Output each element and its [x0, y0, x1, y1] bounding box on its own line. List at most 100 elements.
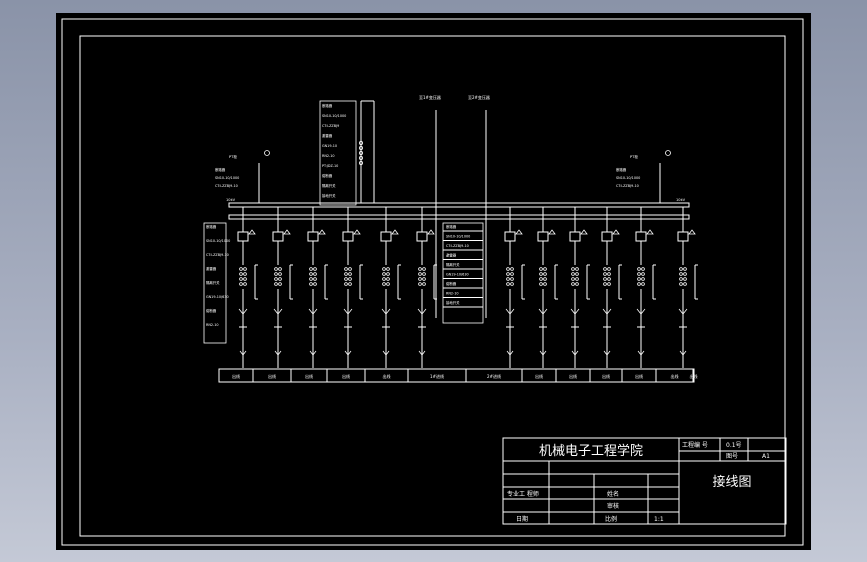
pt-coil — [358, 145, 363, 150]
ct-coil — [243, 282, 247, 286]
ct-coil — [344, 282, 348, 286]
feeder-label: 出线 — [569, 373, 577, 379]
disconnect-arrow — [515, 229, 523, 235]
pt-coil — [358, 160, 363, 165]
ct-coil — [543, 277, 547, 281]
sheet-label: A1 — [762, 453, 770, 460]
disconnect-arrow — [391, 229, 399, 235]
feeder-label: 出线 — [671, 373, 679, 379]
ct-coil — [309, 272, 313, 276]
scale-label: 比例 — [605, 515, 617, 523]
drawing-sheet: 至1#变压器至2#变压器断路器SN10-10/1000CT:LZZBJ9-10避… — [61, 18, 804, 546]
center-equipment-note: 避雷器 — [446, 253, 457, 258]
left-equipment-note: CT:LZZBJ9-10 — [206, 253, 229, 257]
center-equipment-note: 熔断器 — [446, 281, 457, 286]
ct-coil — [348, 277, 352, 281]
breaker-symbol — [416, 231, 428, 242]
feeder-label: 出线 — [383, 373, 391, 379]
incoming-2-label: 至2#变压器 — [468, 94, 490, 100]
feeder-label: 出线 — [535, 373, 543, 379]
ct-coil — [313, 277, 317, 281]
ground-symbol — [309, 350, 317, 356]
center-equipment-note: 隔离开关 — [446, 262, 460, 267]
ct-coil — [679, 277, 683, 281]
ct-coil — [641, 277, 645, 281]
ct-coil — [641, 267, 645, 271]
ct-coil — [607, 267, 611, 271]
drawing-no-label: 图号 — [726, 453, 738, 460]
left-equipment-note: RN2-10 — [206, 323, 219, 327]
ct-coil — [510, 277, 514, 281]
ct-coil — [571, 272, 575, 276]
ct-coil — [607, 277, 611, 281]
pt-transformer — [264, 150, 270, 156]
disconnect-arrow — [612, 229, 620, 235]
center-equipment-note: 断路器 — [446, 224, 457, 229]
ct-coil — [637, 277, 641, 281]
ct-coil — [313, 272, 317, 276]
ct-coil — [309, 277, 313, 281]
ct-coil — [274, 277, 278, 281]
ct-coil — [506, 272, 510, 276]
ground-symbol — [679, 350, 687, 356]
drawing-title: 接线图 — [712, 474, 751, 490]
ct-coil — [344, 277, 348, 281]
feeder-label-strip — [218, 368, 695, 383]
ct-coil — [382, 282, 386, 286]
school-name: 机械电子工程学院 — [539, 443, 643, 459]
top-equipment-note: SN10-10/1000 — [322, 114, 346, 118]
feeder-label: 出线 — [342, 373, 350, 379]
ct-coil — [278, 277, 282, 281]
ct-coil — [313, 267, 317, 271]
ct-coil — [422, 267, 426, 271]
ct-coil — [637, 272, 641, 276]
ct-coil — [641, 282, 645, 286]
ct-coil — [607, 272, 611, 276]
disconnect-arrow — [353, 229, 361, 235]
ct-coil — [309, 282, 313, 286]
ct-coil — [575, 267, 579, 271]
ct-coil — [422, 282, 426, 286]
breaker-symbol — [504, 231, 516, 242]
center-equipment-note: RN2-10 — [446, 292, 459, 296]
breaker-symbol — [237, 231, 249, 242]
feeder-label: 出线 — [268, 373, 276, 379]
disconnect-arrow — [283, 229, 291, 235]
breaker-symbol — [635, 231, 647, 242]
name-label: 姓名 — [607, 490, 619, 498]
surge-arrester — [538, 308, 548, 315]
disconnect-arrow — [646, 229, 654, 235]
ct-coil — [274, 282, 278, 286]
ct-coil — [510, 272, 514, 276]
main-busbar-upper — [228, 202, 690, 208]
ct-coil — [344, 272, 348, 276]
ground-symbol — [239, 350, 247, 356]
feeder-label: 出线 — [635, 373, 643, 379]
disconnect-arrow — [427, 229, 435, 235]
ct-coil — [539, 272, 543, 276]
ground-symbol — [382, 350, 390, 356]
pt-note: CT:LZZBJ9-10 — [616, 184, 639, 188]
feeder-label: 出线 — [602, 373, 610, 379]
ct-coil — [571, 277, 575, 281]
top-equipment-note: GN19-10 — [322, 144, 337, 148]
ct-coil — [679, 282, 683, 286]
ct-coil — [679, 267, 683, 271]
left-equipment-table — [203, 222, 227, 344]
ct-coil — [278, 282, 282, 286]
ct-coil — [382, 267, 386, 271]
breaker-symbol — [537, 231, 549, 242]
ct-coil — [510, 282, 514, 286]
ct-coil — [382, 272, 386, 276]
single-line-diagram: 至1#变压器至2#变压器断路器SN10-10/1000CT:LZZBJ9-10避… — [203, 94, 698, 383]
surge-arrester — [343, 308, 353, 315]
ct-coil — [243, 277, 247, 281]
ct-coil — [679, 272, 683, 276]
ground-symbol — [274, 350, 282, 356]
breaker-symbol — [307, 231, 319, 242]
ct-coil — [313, 282, 317, 286]
top-equipment-note: PT:JDZ-10 — [322, 164, 338, 168]
ct-coil — [607, 282, 611, 286]
ct-coil — [348, 282, 352, 286]
left-equipment-note: SN10-10/1000 — [206, 239, 230, 243]
